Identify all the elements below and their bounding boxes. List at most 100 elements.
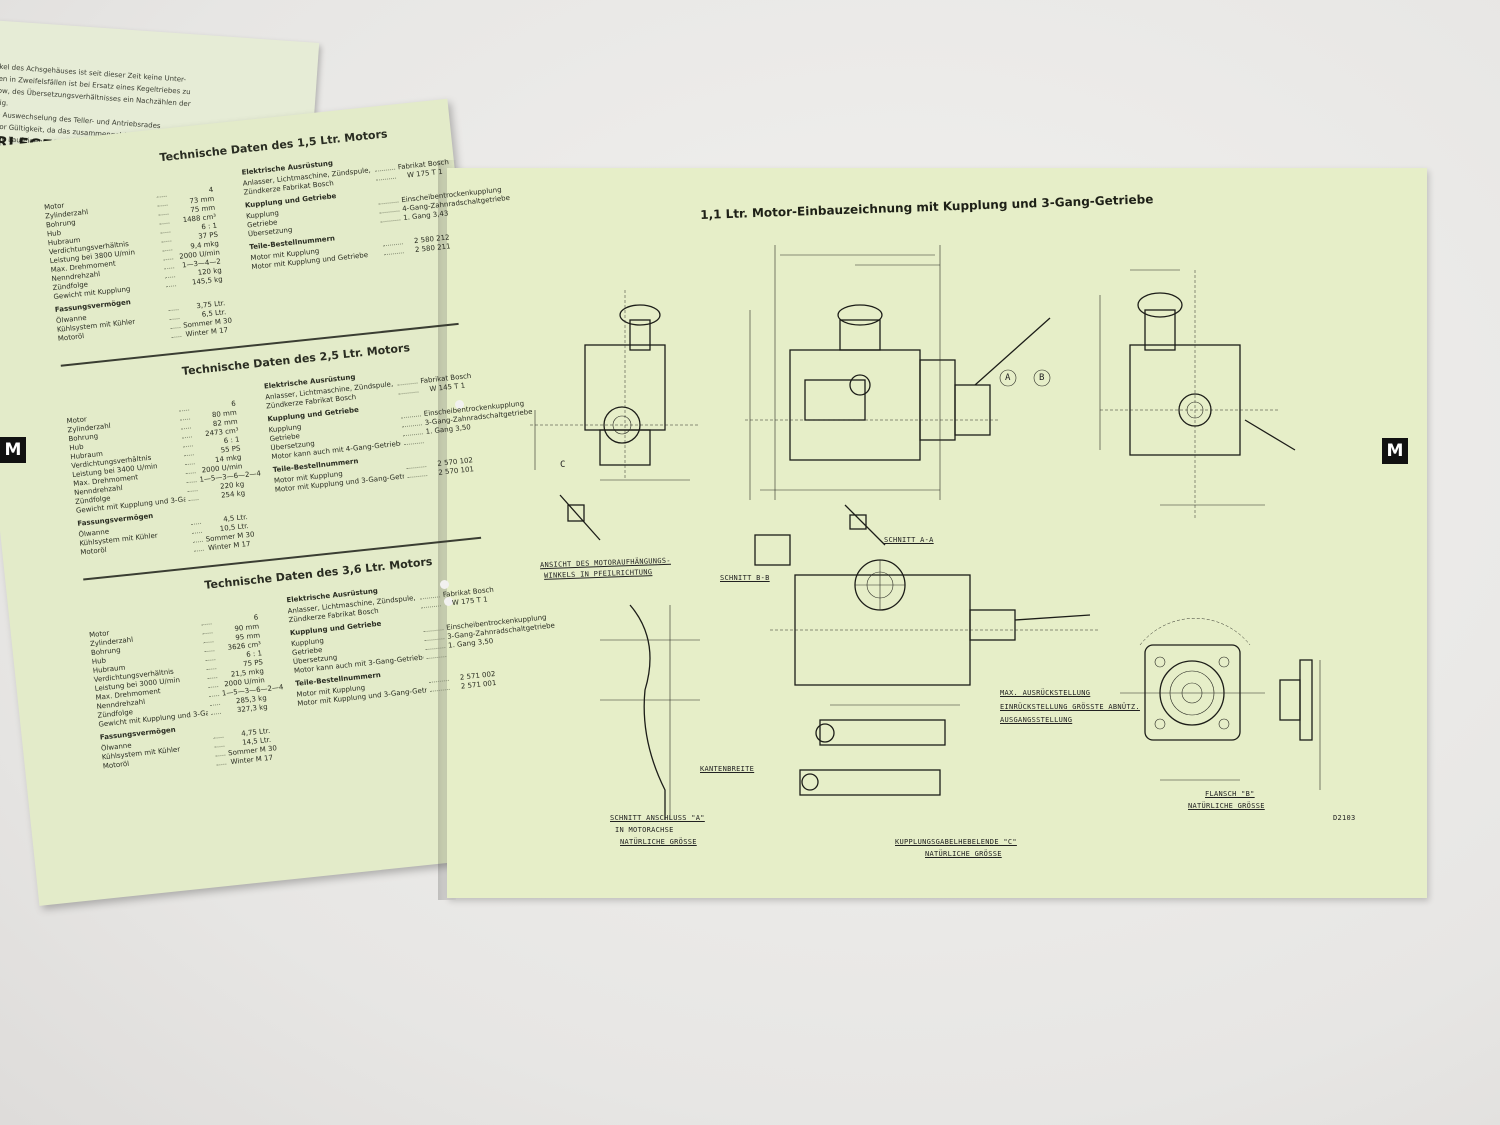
leader-dots xyxy=(158,217,170,225)
caption-schnitt-bb: SCHNITT B-B xyxy=(720,574,770,582)
leader-dots xyxy=(403,437,424,446)
leader-dots xyxy=(163,262,175,270)
leader-dots xyxy=(423,633,445,642)
leader-dots xyxy=(405,461,427,470)
label-b: B xyxy=(1039,373,1045,383)
leader-dots xyxy=(206,672,218,680)
leader-dots xyxy=(168,304,179,312)
caption-schnitt-aa: SCHNITT A-A xyxy=(884,536,934,544)
punch-hole xyxy=(444,597,453,606)
caption-ausrueck-max: MAX. AUSRÜCKSTELLUNG xyxy=(1000,689,1091,697)
leader-dots xyxy=(190,517,202,525)
caption-flansch-line1: FLANSCH "B" xyxy=(1205,790,1255,798)
leader-dots xyxy=(160,235,172,243)
leader-dots xyxy=(210,707,222,715)
leader-dots xyxy=(207,681,219,689)
leader-dots xyxy=(170,330,182,338)
leader-dots xyxy=(192,535,203,543)
caption-kantenbreite: KANTENBREITE xyxy=(700,765,755,773)
punch-hole xyxy=(440,580,449,589)
leader-dots xyxy=(185,467,196,475)
leader-dots xyxy=(161,244,173,252)
leader-dots xyxy=(156,190,167,198)
label-c: C xyxy=(560,460,566,470)
drawing-number: D2103 xyxy=(1333,814,1356,822)
leader-dots xyxy=(191,526,203,534)
leader-dots xyxy=(209,698,221,706)
gearbox-view xyxy=(770,559,1100,706)
leader-dots xyxy=(214,749,226,757)
left-page-m-tab: M xyxy=(0,437,26,463)
leader-dots xyxy=(378,196,399,205)
caption-schnitt-anschluss-line1: SCHNITT ANSCHLUSS "A" xyxy=(610,814,705,822)
detail-views xyxy=(559,494,946,820)
engine-side-view xyxy=(745,245,1051,500)
leader-dots xyxy=(420,600,442,609)
leader-dots xyxy=(180,422,192,430)
leader-dots xyxy=(402,428,423,437)
label-a: A xyxy=(1005,373,1011,383)
leader-dots xyxy=(215,758,227,766)
leader-dots xyxy=(213,740,225,748)
leader-dots xyxy=(424,642,446,651)
caption-schnitt-anschluss-line2: IN MOTORACHSE xyxy=(615,826,674,834)
punch-hole xyxy=(455,400,464,409)
caption-ausrueck-einrueck: EINRÜCKSTELLUNG GRÖSSTE ABNÜTZ. xyxy=(1000,703,1140,711)
leader-dots xyxy=(397,377,418,386)
leader-dots xyxy=(178,404,190,412)
right-page-m-tab: M xyxy=(1382,438,1408,464)
leader-dots xyxy=(406,470,428,479)
leader-dots xyxy=(186,476,197,484)
leader-dots xyxy=(181,431,193,439)
caption-schnitt-anschluss-line3: NATÜRLICHE GRÖSSE xyxy=(620,838,697,846)
leader-dots xyxy=(183,449,194,457)
leader-dots xyxy=(379,214,401,223)
leader-dots xyxy=(383,247,404,256)
leader-dots xyxy=(203,645,215,653)
leader-dots xyxy=(188,494,199,502)
leader-dots xyxy=(165,280,177,288)
caption-flansch-line2: NATÜRLICHE GRÖSSE xyxy=(1188,802,1265,810)
leader-dots xyxy=(379,205,400,214)
engine-front-view-right xyxy=(1099,269,1296,520)
caption-kupplung-line1: KUPPLUNGSGABELHEBELENDE "C" xyxy=(895,838,1017,846)
leader-dots xyxy=(205,663,217,671)
leader-dots xyxy=(184,458,195,466)
leader-dots xyxy=(400,410,422,419)
leader-dots xyxy=(169,322,181,330)
leader-dots xyxy=(212,731,224,739)
leader-dots xyxy=(159,226,171,234)
leader-dots xyxy=(201,618,212,626)
leader-dots xyxy=(375,172,397,181)
leader-dots xyxy=(182,440,193,448)
leader-dots xyxy=(374,163,396,172)
caption-kupplung-line2: NATÜRLICHE GRÖSSE xyxy=(925,850,1002,858)
leader-dots xyxy=(401,419,422,428)
leader-dots xyxy=(158,208,169,216)
leader-dots xyxy=(419,591,441,600)
leader-dots xyxy=(425,651,447,660)
leader-dots xyxy=(429,683,450,692)
drawing-page xyxy=(447,168,1427,898)
leader-dots xyxy=(168,313,180,321)
flange-view xyxy=(1120,618,1321,790)
leader-dots xyxy=(204,654,216,662)
leader-dots xyxy=(208,690,220,698)
leader-dots xyxy=(187,485,198,493)
leader-dots xyxy=(164,271,176,279)
leader-dots xyxy=(193,544,204,552)
leader-dots xyxy=(202,636,214,644)
leader-dots xyxy=(398,386,419,395)
leader-dots xyxy=(428,674,449,683)
leader-dots xyxy=(179,413,191,421)
engine-front-view-left xyxy=(530,290,700,481)
caption-ausrueck-ausgang: AUSGANGSSTELLUNG xyxy=(1000,716,1073,724)
leader-dots xyxy=(423,624,444,633)
